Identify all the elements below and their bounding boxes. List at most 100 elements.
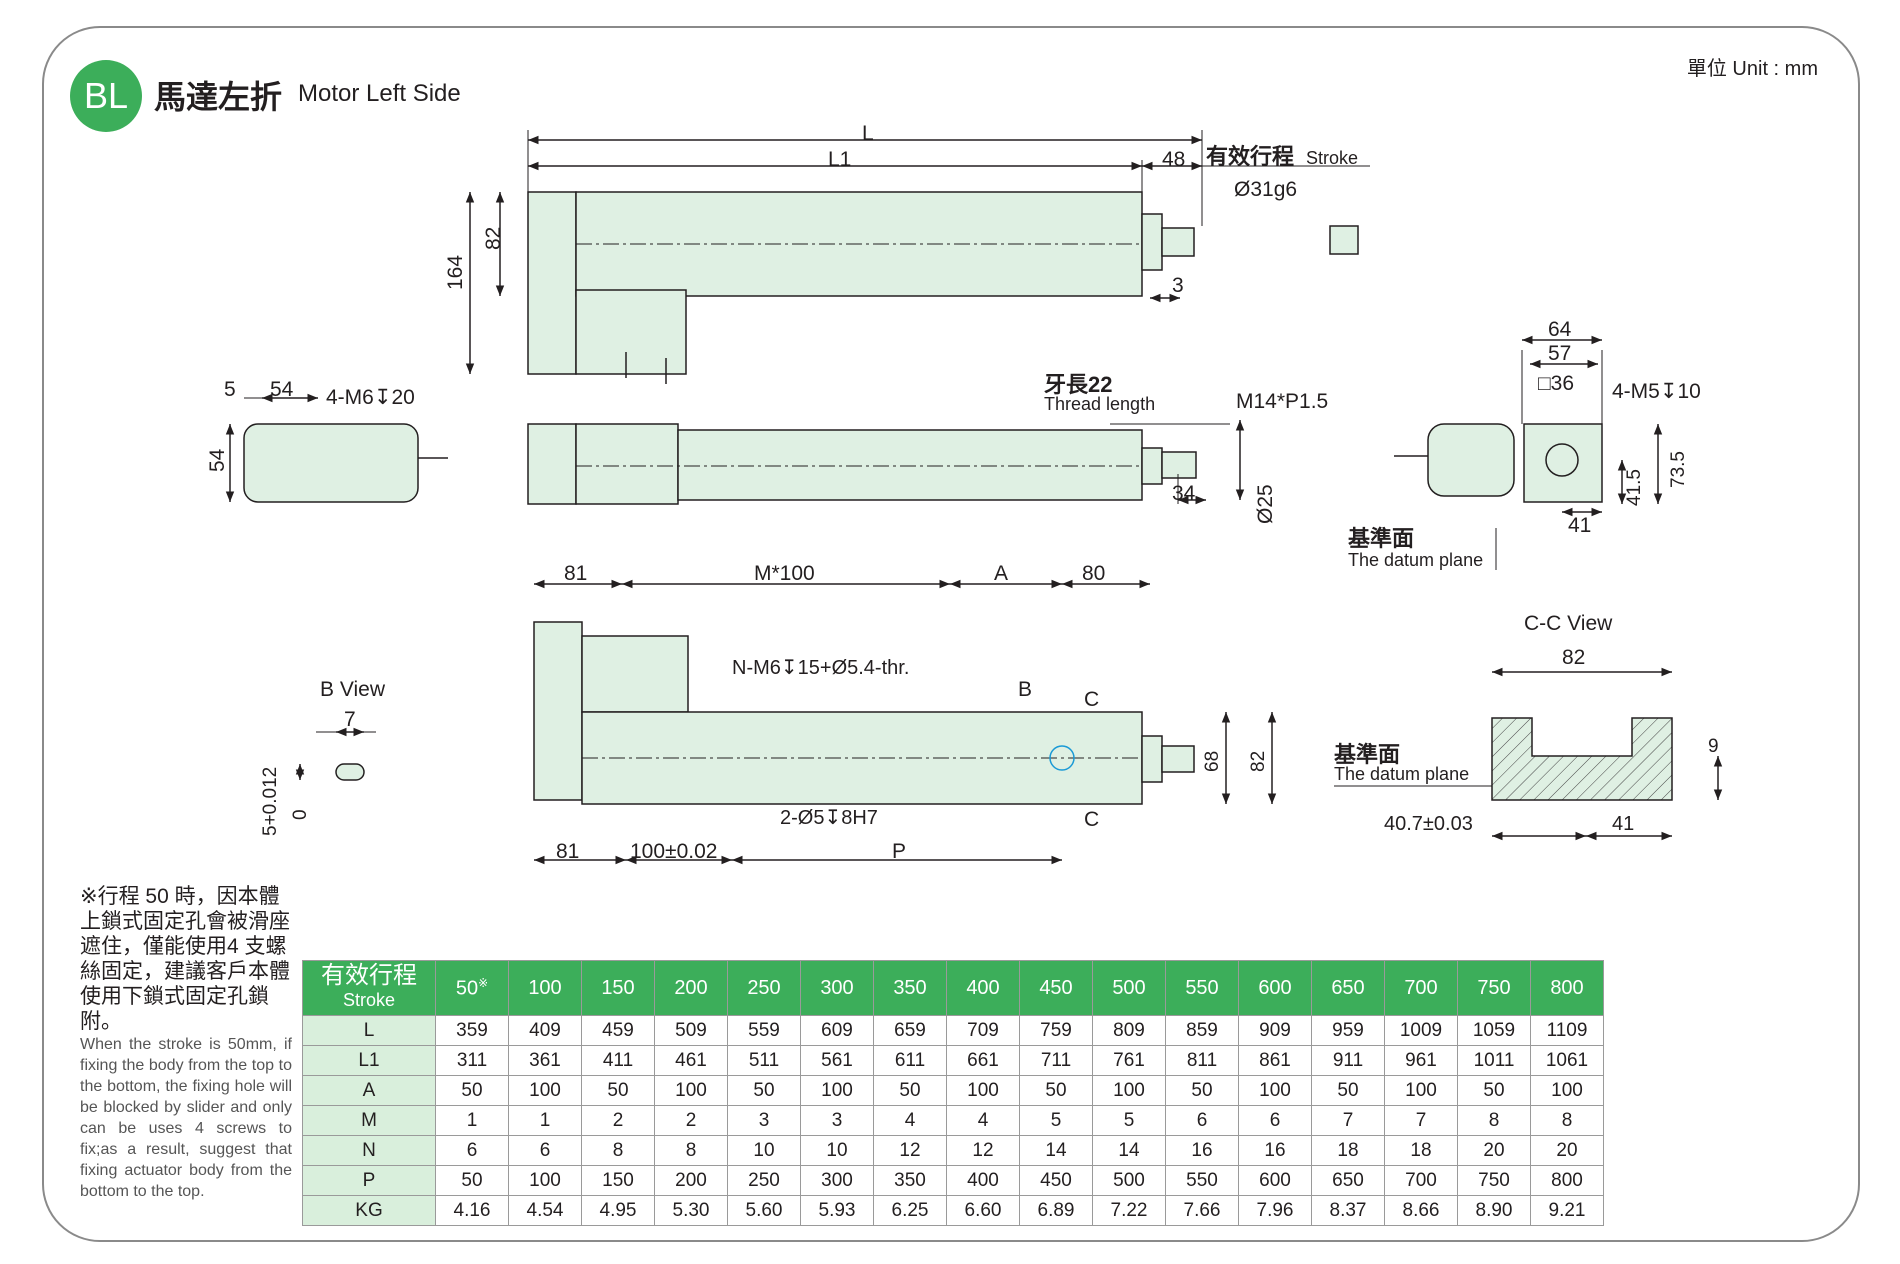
- table-cell: 459: [581, 1015, 655, 1046]
- stroke-value: 100: [528, 976, 562, 999]
- table-cell: 300: [800, 1165, 874, 1196]
- page-title-zh: 馬達左折: [154, 79, 283, 115]
- table-cell: 20: [1457, 1135, 1531, 1166]
- table-cell: 100: [508, 1165, 582, 1196]
- dim-81-top: 81: [564, 562, 587, 585]
- dim-shaft-dia: Ø31g6: [1234, 178, 1297, 201]
- table-cell: 7: [1384, 1105, 1458, 1136]
- dim-square: □36: [1538, 372, 1574, 395]
- table-cell: 450: [1019, 1165, 1093, 1196]
- table-cell: 50: [727, 1075, 801, 1106]
- table-cell: 20: [1530, 1135, 1604, 1166]
- cc-dim-82: 82: [1562, 646, 1585, 669]
- row-label: KG: [302, 1195, 436, 1226]
- table-cell: 50: [1165, 1075, 1239, 1106]
- table-cell: 100: [1530, 1075, 1604, 1106]
- table-cell: 711: [1019, 1045, 1093, 1076]
- dim-100: 100±0.02: [630, 840, 717, 863]
- thread-length-zh: 牙長22: [1044, 372, 1112, 397]
- table-cell: 1: [508, 1105, 582, 1136]
- dim-5: 5: [224, 378, 236, 401]
- table-cell: 12: [946, 1135, 1020, 1166]
- dim-25: Ø25: [1254, 484, 1277, 524]
- table-cell: 6.25: [873, 1195, 947, 1226]
- table-cell: 50: [1019, 1075, 1093, 1106]
- unit-label: 單位 Unit : mm: [1686, 58, 1818, 80]
- table-cell: 609: [800, 1015, 874, 1046]
- table-cell: 5.30: [654, 1195, 728, 1226]
- table-cell: 4.95: [581, 1195, 655, 1226]
- page-title-en: Motor Left Side: [298, 80, 461, 107]
- table-cell: 100: [1238, 1075, 1312, 1106]
- table-cell: 10: [800, 1135, 874, 1166]
- table-cell: 859: [1165, 1015, 1239, 1046]
- stroke-header-zh: 有效行程: [321, 962, 417, 989]
- cc-dim-40-7: 40.7±0.03: [1384, 813, 1473, 835]
- table-cell: 5: [1092, 1105, 1166, 1136]
- table-cell: 911: [1311, 1045, 1385, 1076]
- table-cell: 7.66: [1165, 1195, 1239, 1226]
- table-cell: 8: [581, 1135, 655, 1166]
- table-cell: 959: [1311, 1015, 1385, 1046]
- stroke-value: 550: [1185, 976, 1219, 999]
- table-cell: 50: [1457, 1075, 1531, 1106]
- table-cell: 100: [508, 1075, 582, 1106]
- stroke-value: 400: [966, 976, 1000, 999]
- stroke-col-650: 650: [1311, 960, 1385, 1016]
- row-label: P: [302, 1165, 436, 1196]
- table-cell: 811: [1165, 1045, 1239, 1076]
- table-cell: 9.21: [1530, 1195, 1604, 1226]
- table-cell: 1009: [1384, 1015, 1458, 1046]
- motor-holes: 4-M6↧20: [326, 386, 415, 409]
- dim-80: 80: [1082, 562, 1105, 585]
- stroke-col-300: 300: [800, 960, 874, 1016]
- stroke-col-600: 600: [1238, 960, 1312, 1016]
- stroke-value: 450: [1039, 976, 1073, 999]
- table-cell: 12: [873, 1135, 947, 1166]
- table-cell: 361: [508, 1045, 582, 1076]
- stroke-value: 700: [1404, 976, 1438, 999]
- table-cell: 359: [435, 1015, 509, 1046]
- datum-zh-2: 基準面: [1334, 742, 1400, 767]
- b-view: [295, 727, 376, 781]
- dim-54-top: 54: [270, 378, 294, 401]
- table-cell: 411: [581, 1045, 655, 1076]
- stroke-col-150: 150: [581, 960, 655, 1016]
- stroke-note-mark: ※: [478, 975, 489, 990]
- stroke-col-200: 200: [654, 960, 728, 1016]
- dim-34: 34: [1172, 482, 1196, 505]
- table-cell: 1109: [1530, 1015, 1604, 1046]
- dim-P: P: [892, 840, 906, 863]
- page-frame: [42, 26, 1860, 1242]
- table-cell: 4.54: [508, 1195, 582, 1226]
- table-cell: 16: [1165, 1135, 1239, 1166]
- side-view: [527, 420, 1245, 505]
- stroke-label-en: Stroke: [1306, 148, 1358, 168]
- b-view-title: B View: [320, 678, 386, 701]
- table-cell: 7: [1311, 1105, 1385, 1136]
- table-cell: 50: [581, 1075, 655, 1106]
- dim-82-bottom: 82: [1248, 751, 1269, 772]
- table-cell: 14: [1019, 1135, 1093, 1166]
- stroke-col-800: 800: [1530, 960, 1604, 1016]
- table-cell: 8.66: [1384, 1195, 1458, 1226]
- stroke-col-750: 750: [1457, 960, 1531, 1016]
- table-cell: 5.60: [727, 1195, 801, 1226]
- stroke-value: 250: [747, 976, 781, 999]
- table-cell: 1011: [1457, 1045, 1531, 1076]
- table-cell: 6: [1165, 1105, 1239, 1136]
- table-cell: 550: [1165, 1165, 1239, 1196]
- stroke-col-350: 350: [873, 960, 947, 1016]
- table-cell: 10: [727, 1135, 801, 1166]
- stroke-value: 750: [1477, 976, 1511, 999]
- datum-en-1: The datum plane: [1348, 550, 1483, 570]
- table-cell: 1061: [1530, 1045, 1604, 1076]
- table-cell: 8.37: [1311, 1195, 1385, 1226]
- datum-en-2: The datum plane: [1334, 764, 1469, 784]
